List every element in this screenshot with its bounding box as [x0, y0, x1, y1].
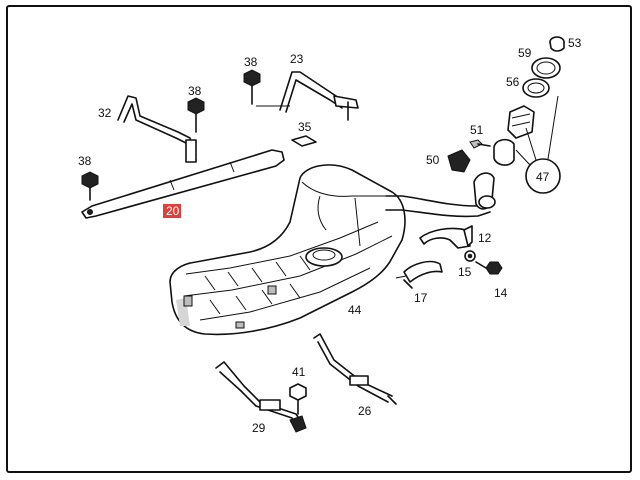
callout-17[interactable]: 17: [414, 291, 428, 305]
fuel-tank[interactable]: [169, 164, 406, 336]
filler-neck-pipe[interactable]: [385, 172, 496, 218]
bracket-23[interactable]: [256, 71, 359, 113]
callout-20[interactable]: 20: [166, 204, 180, 218]
strap-26[interactable]: [313, 333, 397, 405]
nut-41[interactable]: [289, 383, 307, 415]
diagram-frame: [6, 5, 632, 473]
cross-strap-20[interactable]: [81, 149, 285, 219]
callout-59[interactable]: 59: [518, 46, 532, 60]
highlight-20: [163, 204, 181, 218]
callout-38-left[interactable]: 38: [78, 154, 92, 168]
bolt-38-left[interactable]: [81, 171, 99, 201]
ring-59[interactable]: [531, 57, 561, 79]
callout-53[interactable]: 53: [568, 36, 582, 50]
callout-38-top[interactable]: 38: [244, 55, 258, 69]
bolt-38-middle[interactable]: [187, 97, 205, 133]
cap-53[interactable]: [549, 36, 565, 52]
callout-38-middle[interactable]: 38: [188, 84, 202, 98]
valve-47[interactable]: [493, 105, 535, 166]
seal-56[interactable]: [522, 78, 550, 98]
callout-51[interactable]: 51: [470, 123, 484, 137]
callout-56[interactable]: 56: [506, 75, 520, 89]
bolt-38-top[interactable]: [243, 69, 261, 105]
callout-47[interactable]: 47: [536, 170, 550, 184]
callout-12[interactable]: 12: [478, 231, 492, 245]
callout-15[interactable]: 15: [458, 265, 472, 279]
callout-26[interactable]: 26: [358, 404, 372, 418]
clamp-17[interactable]: [395, 260, 443, 289]
callout-23[interactable]: 23: [290, 52, 304, 66]
callout-41[interactable]: 41: [292, 365, 306, 379]
bolt-14[interactable]: [475, 261, 503, 275]
callout-circle-47: [515, 95, 561, 194]
callout-44[interactable]: 44: [348, 303, 362, 317]
clip-50[interactable]: [447, 149, 471, 173]
screw-51[interactable]: [469, 139, 491, 149]
callout-14[interactable]: 14: [494, 286, 508, 300]
washer-15[interactable]: [464, 250, 476, 262]
callout-35[interactable]: 35: [298, 120, 312, 134]
pad-35[interactable]: [291, 135, 317, 147]
callout-29[interactable]: 29: [252, 421, 266, 435]
shield-12[interactable]: [419, 225, 473, 249]
strap-29[interactable]: [215, 361, 307, 433]
callout-50[interactable]: 50: [426, 153, 440, 167]
callout-32[interactable]: 32: [98, 106, 112, 120]
bracket-32[interactable]: [117, 95, 197, 163]
